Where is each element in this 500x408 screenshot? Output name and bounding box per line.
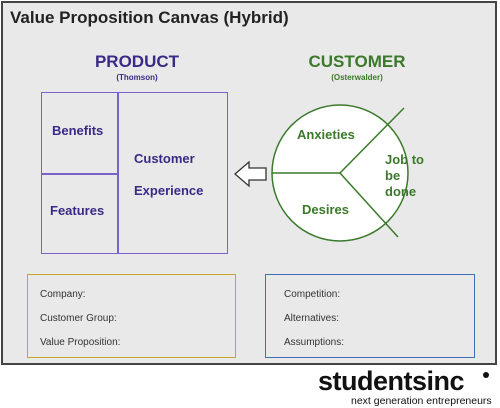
- customer-subheading: (Osterwalder): [331, 73, 383, 82]
- features-label: Features: [50, 203, 105, 218]
- company-label: Company:: [40, 289, 86, 300]
- customer-heading-label: CUSTOMER: [308, 52, 406, 71]
- product-heading: PRODUCT (Thomson): [42, 52, 232, 83]
- customer-group-label: Customer Group:: [40, 313, 117, 324]
- customer-experience-label-line1: Customer: [134, 151, 195, 166]
- product-box: Benefits Features Customer Experience: [41, 92, 228, 254]
- desires-label: Desires: [302, 202, 349, 217]
- product-divider-horizontal: [42, 173, 117, 175]
- canvas-title: Value Proposition Canvas (Hybrid): [10, 8, 289, 27]
- product-subheading: (Thomson): [116, 73, 158, 82]
- job-to-be-done-label-line3: done: [385, 184, 417, 199]
- brand-name: studentsinc: [318, 366, 465, 396]
- customer-circle: [271, 104, 409, 242]
- job-to-be-done-label-line1: Job to: [385, 152, 424, 167]
- arrow-left-icon: [234, 160, 267, 188]
- customer-experience-label-line2: Experience: [134, 183, 204, 198]
- circle-divider-top-right: [339, 107, 405, 174]
- alternatives-label: Alternatives:: [284, 313, 340, 324]
- anxieties-label: Anxieties: [297, 127, 355, 142]
- job-to-be-done-label-line2: be: [385, 168, 401, 183]
- benefits-label: Benefits: [52, 123, 104, 138]
- product-divider-vertical: [117, 93, 119, 253]
- company-info-box: Company: Customer Group: Value Propositi…: [27, 274, 236, 358]
- competition-label: Competition:: [284, 289, 341, 300]
- circle-divider-bottom-right: [339, 172, 399, 238]
- assumptions-label: Assumptions:: [284, 337, 345, 348]
- studentsinc-logo: studentsinc next generation entrepreneur…: [318, 366, 492, 407]
- value-proposition-label: Value Proposition:: [40, 337, 121, 348]
- customer-heading: CUSTOMER (Osterwalder): [272, 52, 442, 83]
- brand-dot: [483, 372, 489, 378]
- competition-info-box: Competition: Alternatives: Assumptions:: [265, 274, 475, 358]
- brand-tagline: next generation entrepreneurs: [351, 395, 492, 407]
- product-heading-label: PRODUCT: [94, 52, 180, 71]
